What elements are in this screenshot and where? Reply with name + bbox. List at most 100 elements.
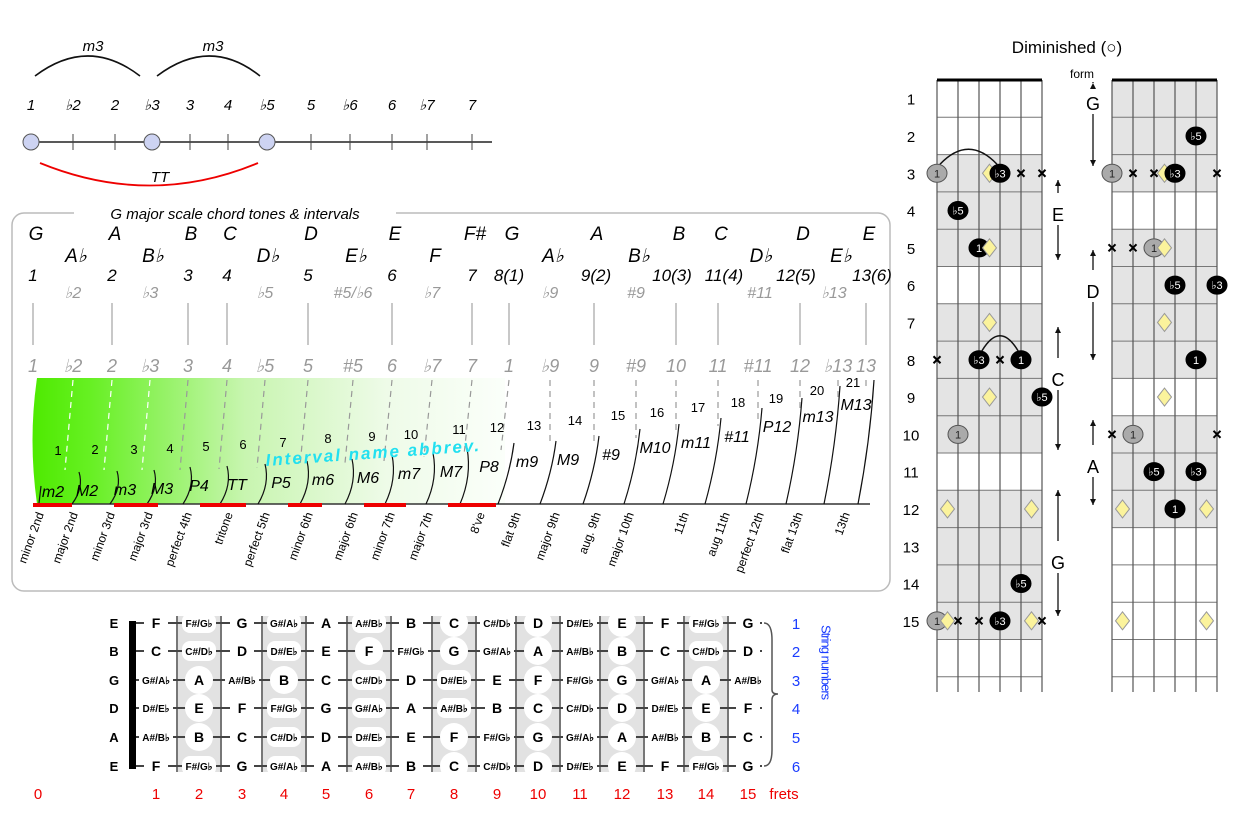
fret-number: 6 xyxy=(907,278,915,295)
inlay-diamond-icon xyxy=(1114,499,1131,519)
note-background xyxy=(692,666,720,694)
inlay-diamond-icon xyxy=(1156,238,1173,258)
fret-note: E xyxy=(701,700,710,716)
chord-tone-dot xyxy=(1185,126,1207,146)
interval-degree: ♭9 xyxy=(541,356,560,376)
note-background xyxy=(653,613,677,633)
fret-note: G xyxy=(743,758,754,774)
fret-note: C xyxy=(321,672,331,688)
muted-string-x-icon xyxy=(1107,430,1117,439)
fret-note: B xyxy=(701,729,711,745)
fret-number: 5 xyxy=(907,241,915,258)
interval-abbrev: TT xyxy=(227,477,248,494)
interval-separator xyxy=(785,397,803,505)
interval-separator xyxy=(146,469,157,505)
chord-degree: #11 xyxy=(747,285,773,302)
note-background xyxy=(524,752,552,780)
note-background xyxy=(563,613,597,633)
arc-label: m3 xyxy=(203,38,224,55)
inlay-diamond-icon xyxy=(1198,499,1215,519)
interval-degree: 1 xyxy=(504,356,514,376)
interval-arc xyxy=(981,335,1019,352)
scale-degree-label: 1 xyxy=(27,97,35,114)
interval-abbrev: m6 xyxy=(312,472,334,489)
inlay-diamond-icon xyxy=(1023,499,1040,519)
muted-string-x-icon xyxy=(1128,243,1138,253)
fret-note-accidental: D#/E♭ xyxy=(652,704,679,715)
fret-number: 5 xyxy=(322,786,330,803)
dashed-guide xyxy=(463,379,473,456)
interval-abbrev: M10 xyxy=(639,440,670,457)
chord-degree: ♭2 xyxy=(65,285,82,302)
note-background xyxy=(230,727,254,747)
chord-tone-dot xyxy=(1010,350,1032,370)
chart-title: Diminished (○) xyxy=(1012,38,1122,57)
fret-note-accidental: F#/G♭ xyxy=(271,704,298,715)
fret-note: D xyxy=(237,643,247,659)
fret-number: 11 xyxy=(572,786,588,803)
fret-note: D xyxy=(533,758,543,774)
fret-note: A xyxy=(321,615,331,631)
muted-string-x-icon xyxy=(1107,243,1117,253)
chord-tone-label: 1 xyxy=(976,243,982,255)
fret-number: 2 xyxy=(195,786,203,803)
muted-string-x-icon xyxy=(1212,430,1222,439)
fret-number: 13 xyxy=(903,539,920,556)
fret-note-accidental: C#/D♭ xyxy=(692,647,720,658)
inlay-diamond-icon xyxy=(939,499,956,519)
chord-tone-label: ♭5 xyxy=(1015,579,1026,591)
note-background xyxy=(648,670,682,690)
interval-degree: #11 xyxy=(744,356,773,376)
fret-number: 6 xyxy=(365,786,373,803)
note-background xyxy=(267,641,301,661)
note-name: F# xyxy=(464,224,487,245)
note-name: E♭ xyxy=(345,246,368,267)
note-background xyxy=(736,613,760,633)
note-background xyxy=(608,637,636,665)
note-background xyxy=(230,756,254,776)
fret-note-accidental: G#/A♭ xyxy=(270,619,298,630)
semitone-count: 11 xyxy=(452,422,466,437)
fret-note: A xyxy=(533,643,543,659)
fret-number: 11 xyxy=(903,465,919,482)
chord-degree: 3 xyxy=(183,266,193,285)
note-background xyxy=(399,756,423,776)
chord-tone-label: 1 xyxy=(1193,355,1199,367)
interval-separator xyxy=(219,465,230,505)
note-background xyxy=(736,727,760,747)
chord-degree: ♭9 xyxy=(542,285,559,302)
interval-abbrev: P12 xyxy=(763,419,792,436)
fret-note: A xyxy=(194,672,204,688)
chord-degree: 4 xyxy=(222,266,231,285)
root-dot xyxy=(1122,424,1144,444)
fret-note: F xyxy=(661,758,670,774)
muted-string-x-icon xyxy=(1212,169,1222,178)
fret-note: D xyxy=(533,615,543,631)
note-background xyxy=(563,756,597,776)
note-background xyxy=(437,670,471,690)
inlay-diamond-icon xyxy=(981,387,998,407)
fret-note: G xyxy=(533,729,544,745)
chord-tone-dot xyxy=(22,133,40,151)
interval-abbrev: P5 xyxy=(271,475,291,492)
scale-degree-label: 2 xyxy=(110,97,120,114)
fret-note: B xyxy=(492,700,502,716)
fret-note-accidental: C#/D♭ xyxy=(483,762,511,773)
note-background xyxy=(139,670,173,690)
interval-degree: #9 xyxy=(626,356,646,376)
dashed-guide xyxy=(179,379,189,471)
note-background xyxy=(144,641,168,661)
note-name: A♭ xyxy=(541,246,565,267)
note-background xyxy=(352,698,386,718)
semitone-count: 7 xyxy=(279,435,286,450)
note-background xyxy=(437,698,471,718)
interval-separator xyxy=(745,407,763,505)
muted-string-x-icon xyxy=(1149,169,1159,178)
open-string-name: E xyxy=(110,616,119,631)
fret-note: F xyxy=(661,615,670,631)
fret-note: F xyxy=(238,700,247,716)
note-name: D xyxy=(796,224,810,245)
interval-separator xyxy=(109,470,120,505)
interval-separator xyxy=(623,428,641,505)
dashed-guide xyxy=(141,379,151,471)
